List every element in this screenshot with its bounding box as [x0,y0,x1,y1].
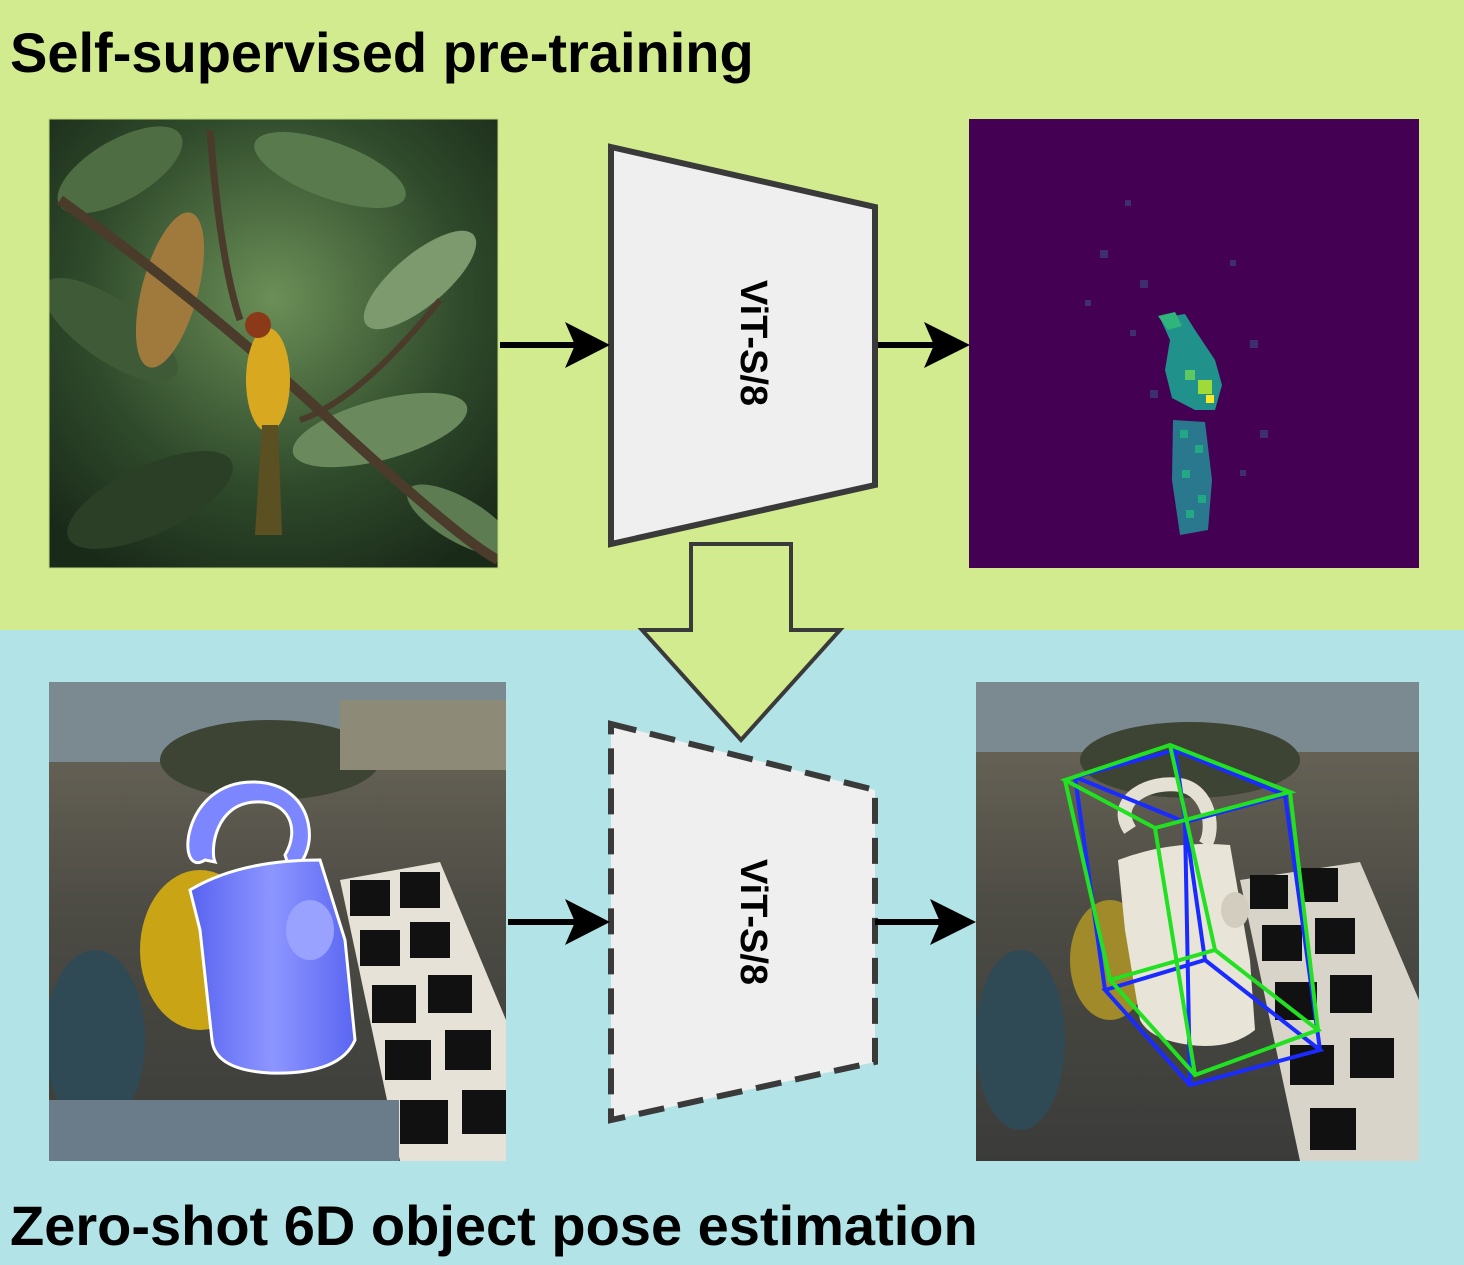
vit-encoder-bottom-label: ViT-S/8 [732,859,774,985]
vit-encoder-top [608,143,878,548]
attention-map-output [969,119,1419,568]
bird-input-image [49,119,498,568]
pretraining-title: Self-supervised pre-training [10,21,754,84]
vit-encoder-bottom [608,720,878,1124]
arrowhead-encoder-to-output-top [924,322,970,368]
arrowhead-input-to-encoder-top [565,322,610,368]
arrowhead-encoder-to-output-bottom [930,899,976,945]
pose-bounding-box-green [1059,742,1323,1078]
weight-transfer-arrow [637,542,845,743]
segmentation-input-image [49,682,506,1161]
arrowhead-input-to-encoder-bottom [565,899,610,945]
vit-encoder-top-label: ViT-S/8 [732,280,774,406]
pose-estimation-title: Zero-shot 6D object pose estimation [10,1194,978,1257]
bird-image-frame [48,118,499,569]
